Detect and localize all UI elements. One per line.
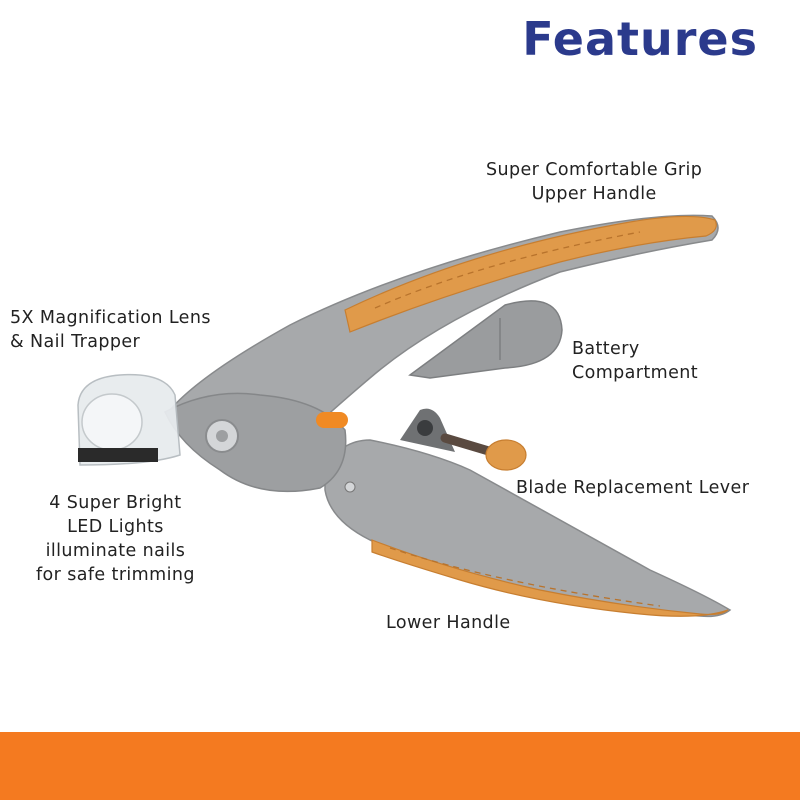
battery-compartment [408,300,563,379]
label-battery: Battery Compartment [572,337,698,385]
led-button [316,412,348,428]
label-grip-line-2: Upper Handle [531,184,657,204]
label-grip-line-1: Super Comfortable Grip [486,160,703,180]
upper-grip [344,215,717,333]
lever-knob [485,439,527,471]
label-led-line-4: for safe trimming [36,565,195,585]
label-battery-line-2: Compartment [572,363,699,383]
label-led: 4 Super Bright LED Lights illuminate nai… [36,491,195,587]
label-battery-line-1: Battery [572,339,640,359]
upper-handle [168,214,719,459]
label-led-line-3: illuminate nails [45,541,186,561]
label-lens-line-1: 5X Magnification Lens [10,308,211,328]
page-title: Features [522,12,758,66]
label-led-line-1: 4 Super Bright [49,493,182,513]
label-lens-line-2: & Nail Trapper [10,332,141,352]
label-grip: Super Comfortable Grip Upper Handle [486,158,702,206]
label-lever-line-1: Blade Replacement Lever [516,478,750,498]
label-lower-line-1: Lower Handle [386,613,511,633]
label-led-line-2: LED Lights [67,517,164,537]
label-lens: 5X Magnification Lens & Nail Trapper [10,306,211,354]
clipper-head [164,392,347,493]
footer-accent-bar [0,732,800,800]
label-lever: Blade Replacement Lever [516,476,749,500]
label-lower: Lower Handle [386,611,511,635]
lower-grip [371,539,729,617]
